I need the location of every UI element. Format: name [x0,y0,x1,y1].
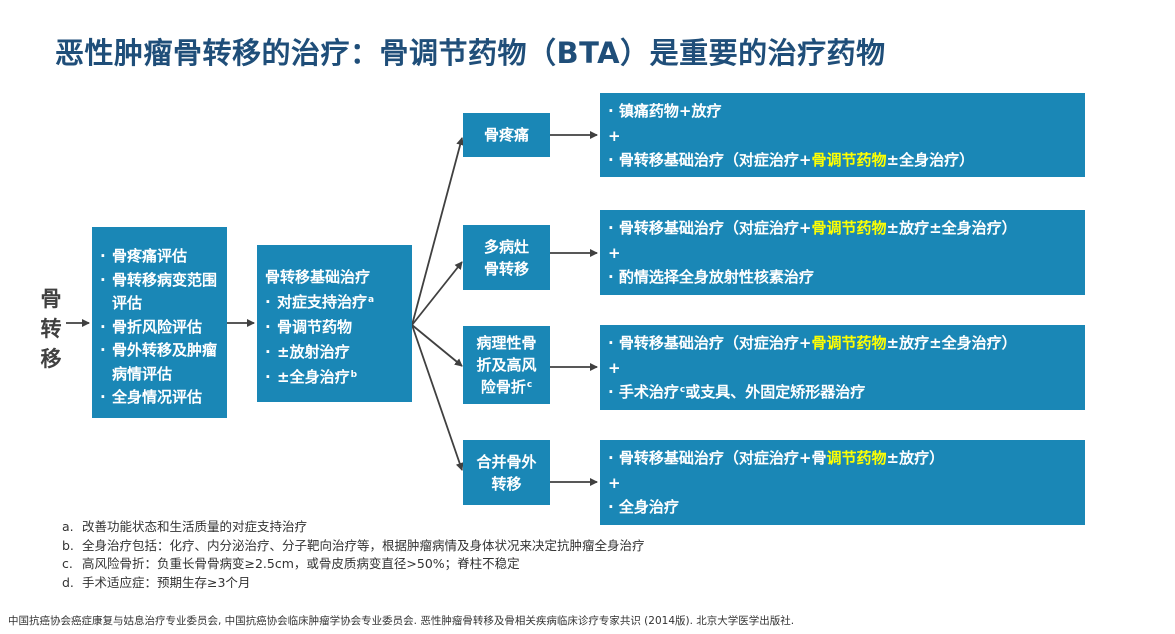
plan-pathologic-fracture: · 骨转移基础治疗（对症治疗+骨调节药物±放疗±全身治疗） + · 手术治疗c或… [600,325,1085,410]
plan-line: · 全身治疗 [608,498,679,516]
basic-treatment-heading: 骨转移基础治疗 [265,268,371,286]
plan-extraosseous: · 骨转移基础治疗（对症治疗+骨调节药物±放疗） + · 全身治疗 [600,440,1085,525]
plan-plus: + [608,358,621,377]
side-label-char: 移 [40,347,62,371]
arrow-to-bone-pain [411,137,465,326]
assessment-item: 骨折风险评估 [100,316,221,340]
side-label-char: 骨 [40,287,62,311]
footnote: c.高风险骨折：负重长骨骨病变≥2.5cm，或骨皮质病变直径>50%；脊柱不稳定 [62,556,520,571]
treatment-item: ±放射治疗 [265,340,406,365]
assessment-item: 全身情况评估 [100,386,221,410]
plan-line: · 骨转移基础治疗（对症治疗+骨调节药物±全身治疗） [608,151,975,169]
footnote: d.手术适应症：预期生存≥3个月 [62,574,251,590]
plan-plus: + [608,243,621,262]
plan-line: · 骨转移基础治疗（对症治疗+骨调节药物±放疗） [608,449,945,467]
footnotes: a.改善功能状态和生活质量的对症支持治疗 b.全身治疗包括：化疗、内分泌治疗、分… [62,518,645,592]
arrow-to-extraosseous [411,324,464,471]
condition-multifocal: 多病灶 骨转移 [463,225,550,290]
reference-citation: 中国抗癌协会癌症康复与姑息治疗专业委员会, 中国抗癌协会临床肿瘤学协会专业委员会… [8,615,795,627]
bta-highlight: 骨调节药物 [811,219,887,237]
plan-line: · 骨转移基础治疗（对症治疗+骨调节药物±放疗±全身治疗） [608,219,1017,237]
treatment-item: 对症支持治疗a [265,290,406,315]
plan-plus: + [608,126,621,145]
plan-line: · 手术治疗c或支具、外固定矫形器治疗 [608,383,866,401]
condition-pathologic-fracture: 病理性骨 折及高风 险骨折c [463,326,550,404]
side-label-char: 转 [40,317,62,341]
plan-line: · 镇痛药物+放疗 [608,102,722,120]
treatment-item: 骨调节药物 [265,315,406,340]
footnote: b.全身治疗包括：化疗、内分泌治疗、分子靶向治疗等，根据肿瘤病情及身体状况来决定… [62,537,645,553]
plan-plus: + [608,473,621,492]
bta-highlight: 调节药物 [826,449,887,467]
assessment-item: 骨疼痛评估 [100,245,221,269]
arrow-to-fracture [411,324,463,367]
assessment-box: 骨疼痛评估 骨转移病变范围评估 骨折风险评估 骨外转移及肿瘤病情评估 全身情况评… [92,227,227,418]
bone-metastasis-label: 骨 转 移 [36,284,66,374]
plan-line: · 酌情选择全身放射性核素治疗 [608,268,814,286]
assessment-item: 骨转移病变范围评估 [100,269,221,316]
footnote: a.改善功能状态和生活质量的对症支持治疗 [62,519,308,534]
bta-highlight: 骨调节药物 [811,151,887,169]
page-title: 恶性肿瘤骨转移的治疗：骨调节药物（BTA）是重要的治疗药物 [55,36,886,70]
plan-multifocal: · 骨转移基础治疗（对症治疗+骨调节药物±放疗±全身治疗） + · 酌情选择全身… [600,210,1085,295]
condition-bone-pain: 骨疼痛 [463,113,550,157]
arrow-to-multifocal [411,261,463,326]
assessment-item: 骨外转移及肿瘤病情评估 [100,339,221,386]
basic-treatment-box: 骨转移基础治疗 对症支持治疗a 骨调节药物 ±放射治疗 ±全身治疗b [257,245,412,402]
treatment-item: ±全身治疗b [265,365,406,390]
condition-extraosseous: 合并骨外 转移 [463,440,550,505]
plan-bone-pain: · 镇痛药物+放疗 + · 骨转移基础治疗（对症治疗+骨调节药物±全身治疗） [600,93,1085,177]
bta-highlight: 骨调节药物 [811,334,887,352]
plan-line: · 骨转移基础治疗（对症治疗+骨调节药物±放疗±全身治疗） [608,334,1017,352]
